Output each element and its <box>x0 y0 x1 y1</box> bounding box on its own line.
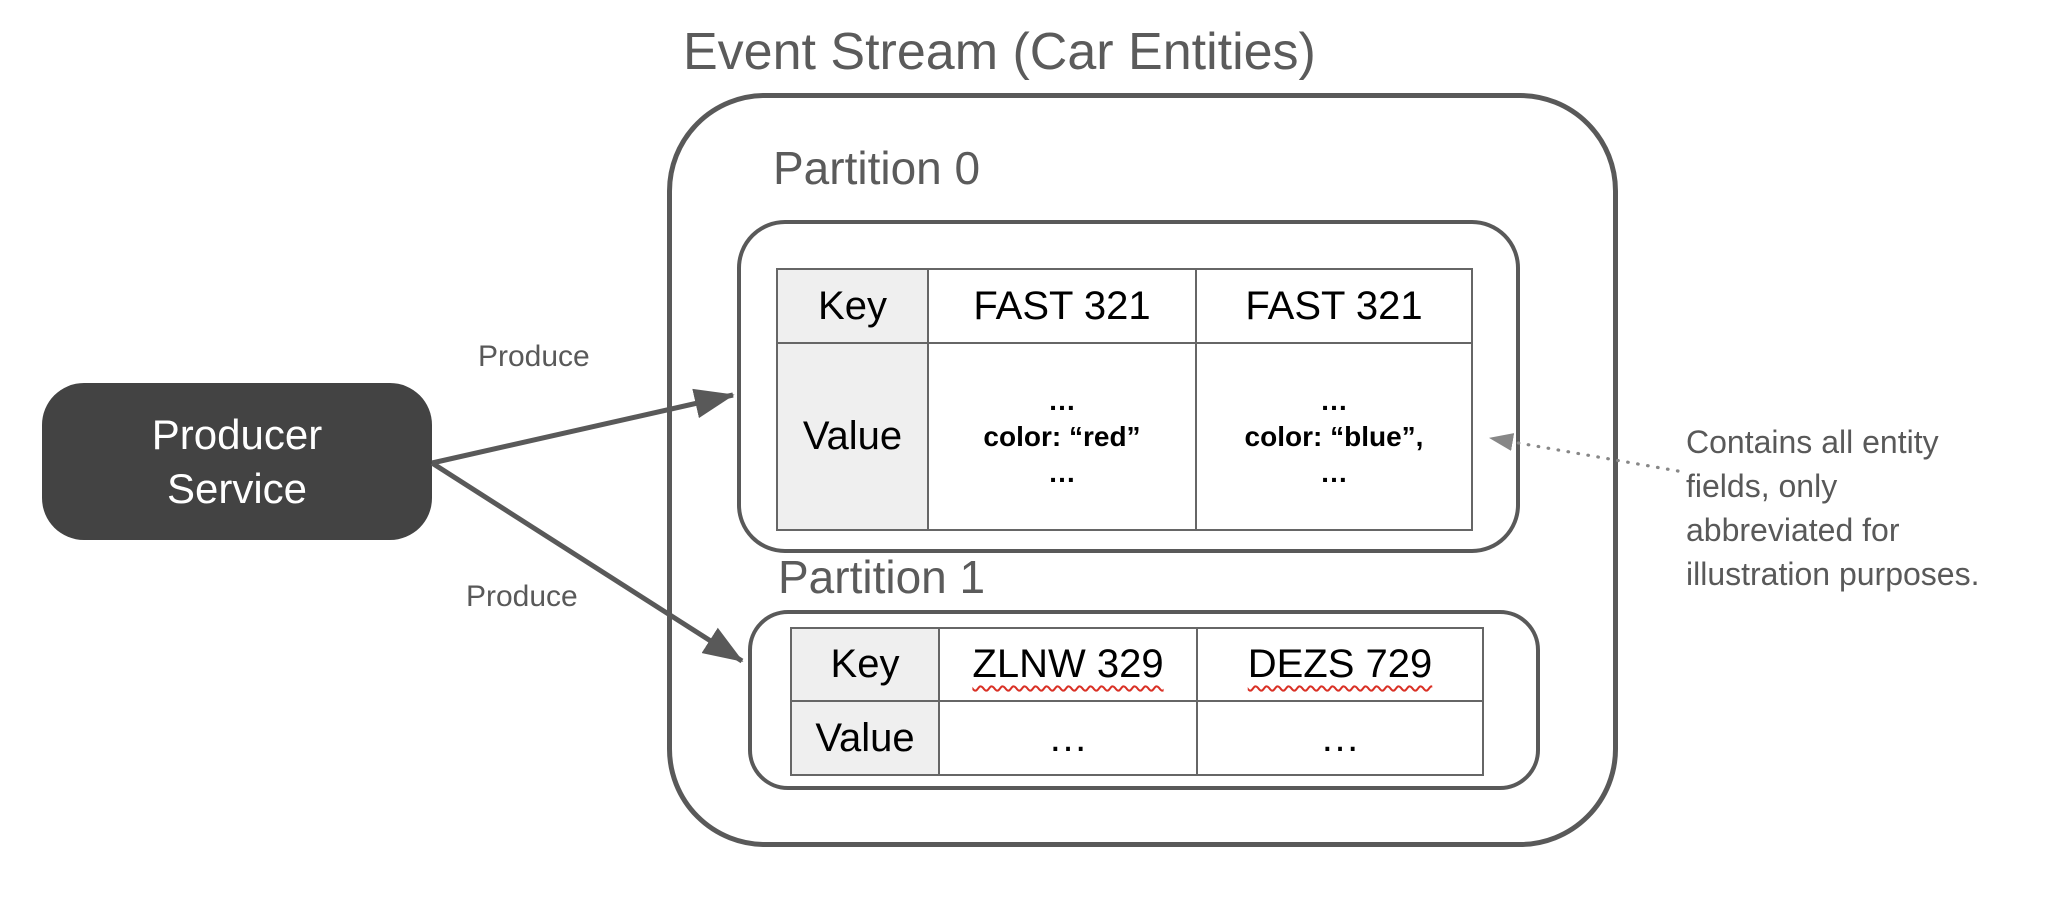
table1-value-1-lines: … color: “red” … <box>983 384 1141 488</box>
annotation-text: Contains all entity fields, only abbrevi… <box>1686 424 1980 592</box>
table2-value-cell-2: … <box>1320 715 1360 760</box>
table2-value-header-cell: Value <box>792 702 940 774</box>
table2-key-header-cell: Key <box>792 629 940 702</box>
produce-label-top: Produce <box>478 340 590 373</box>
partition-0-table: Key FAST 321 FAST 321 Value … color: “re… <box>776 268 1473 531</box>
table1-key-header-cell: Key <box>778 270 929 344</box>
partition-1-box <box>748 610 1540 790</box>
table1-value-2-lines: … color: “blue”, … <box>1244 384 1424 488</box>
partition-1-table: Key ZLNW 329 DEZS 729 Value … … <box>790 627 1484 776</box>
partition-0-box <box>737 220 1520 553</box>
producer-label-line2: Service <box>166 464 308 512</box>
table1-value-header-cell: Value <box>778 344 929 529</box>
table1-value-cell-2: … color: “blue”, … <box>1197 344 1471 529</box>
producer-service-node: Producer Service <box>42 383 432 540</box>
table2-key-2-text: DEZS 729 <box>1247 642 1433 686</box>
produce-label-bottom: Produce <box>466 580 578 613</box>
table2-value-cell-1: … <box>940 702 1198 774</box>
partition-0-label: Partition 0 <box>773 142 981 194</box>
table2-key-cell-1: ZLNW 329 <box>940 629 1198 702</box>
producer-label-line1: Producer <box>151 410 323 458</box>
table2-key-1-text: ZLNW 329 <box>972 642 1164 686</box>
table1-key-cell-2: FAST 321 <box>1197 270 1471 344</box>
table1-key-cell-1: FAST 321 <box>929 270 1197 344</box>
table1-value-cell-1: … color: “red” … <box>929 344 1197 529</box>
table2-key-cell-2: DEZS 729 <box>1198 629 1482 702</box>
partition-1-label: Partition 1 <box>778 551 986 603</box>
page-title: Event Stream (Car Entities) <box>683 23 1316 81</box>
